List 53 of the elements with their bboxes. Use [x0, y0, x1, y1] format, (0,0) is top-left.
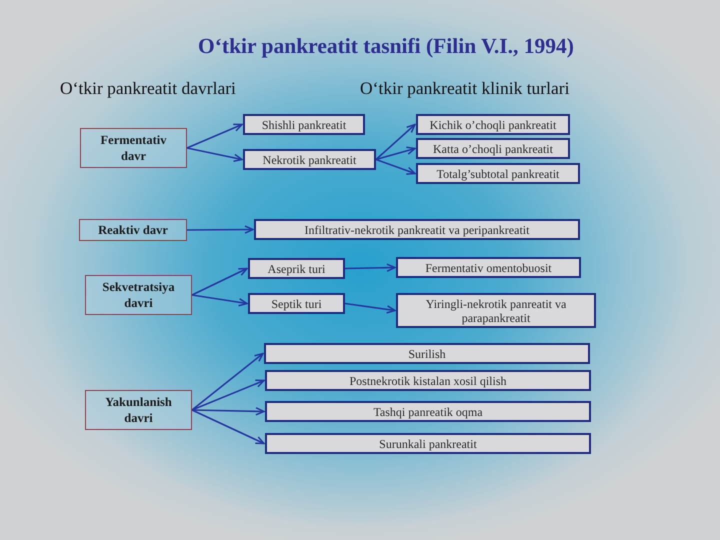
box-label: Kichik o’choqli pankreatit	[430, 118, 556, 132]
type-box	[254, 219, 580, 240]
arrow	[192, 294, 248, 306]
arrow	[192, 352, 264, 411]
box-label: Fermentativ omentobuosit	[425, 260, 552, 274]
arrow	[376, 146, 416, 160]
box-label: Aseprik turi	[268, 262, 326, 276]
arrow	[187, 225, 254, 234]
box-label: Surunkali pankreatit	[379, 436, 477, 450]
period-box	[80, 128, 187, 168]
arrow	[375, 124, 416, 160]
box-label: Sekvetratsiya davri	[101, 279, 176, 311]
type-box	[396, 257, 581, 278]
box-label: Infiltrativ-nekrotik pankreatit va peripankreatit	[304, 222, 530, 236]
diagram-title: O‘tkir pankreatit tasnifi (Filin V.I., 1994)	[197, 34, 575, 59]
arrow	[186, 124, 243, 149]
type-box	[264, 343, 590, 364]
type-box	[243, 114, 365, 135]
arrow	[344, 302, 396, 314]
type-box	[265, 401, 591, 422]
arrow	[344, 263, 396, 272]
box-label: Septik turi	[271, 296, 322, 310]
type-box	[416, 138, 570, 159]
type-box	[416, 163, 580, 184]
arrow	[376, 158, 416, 175]
box-label: Reaktiv davr	[98, 222, 168, 238]
box-label: Totalg’subtotal pankreatit	[436, 166, 560, 180]
type-box	[396, 293, 596, 328]
box-label: Tashqi panreatik oqma	[373, 404, 483, 418]
period-box	[85, 275, 192, 315]
section-heading: O‘tkir pankreatit davrlari	[60, 78, 236, 99]
period-box	[85, 390, 192, 430]
arrow	[192, 407, 265, 416]
box-label: Fermentativ davr	[100, 132, 168, 164]
box-label: Shishli pankreatit	[262, 118, 346, 132]
section-heading: O‘tkir pankreatit klinik turlari	[360, 78, 570, 99]
type-box	[243, 149, 376, 170]
box-label: Surilish	[408, 346, 446, 360]
arrow	[192, 380, 265, 411]
type-box	[248, 293, 345, 314]
type-box	[265, 433, 591, 454]
arrow	[192, 409, 265, 444]
type-box	[265, 370, 591, 391]
period-box	[79, 219, 187, 241]
arrow	[192, 268, 248, 296]
arrow	[186, 147, 243, 162]
box-label: Katta o’choqli pankreatit	[433, 142, 553, 156]
type-box	[416, 114, 570, 135]
box-label: Postnekrotik kistalan xosil qilish	[349, 374, 506, 388]
box-label: Nekrotik pankreatit	[262, 152, 356, 166]
box-label: Yakunlanish davri	[104, 394, 173, 426]
box-label: Yiringli-nekrotik panreatit va parapankreatit	[424, 296, 568, 324]
type-box	[248, 258, 345, 279]
